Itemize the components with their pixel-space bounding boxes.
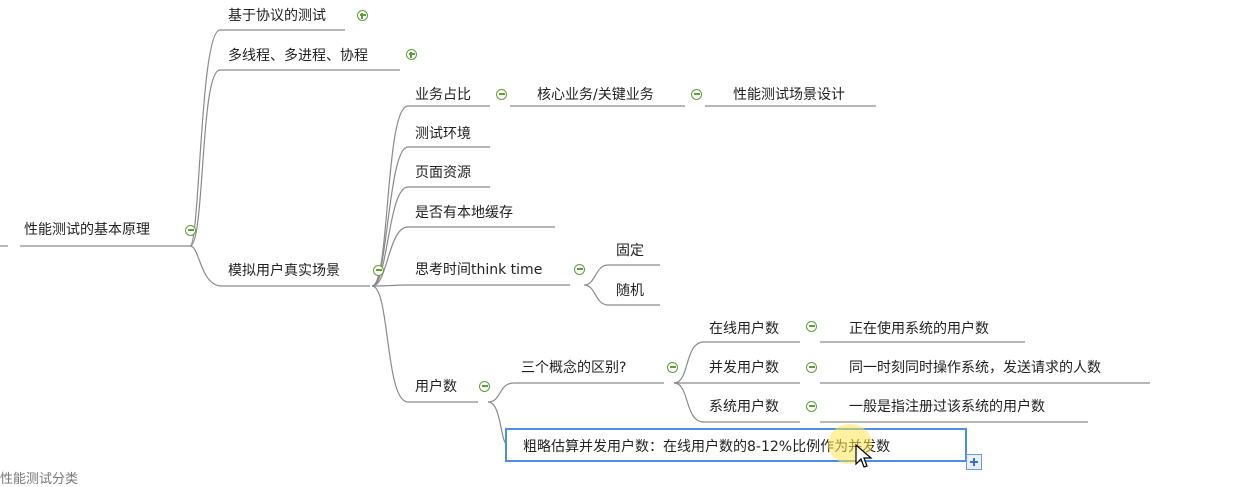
node-simulate-real-scenario[interactable]: 模拟用户真实场景 [226,262,342,280]
node-three-concepts[interactable]: 三个概念的区别? [519,359,629,377]
node-threading[interactable]: 多线程、多进程、协程 [226,47,370,65]
node-user-count[interactable]: 用户数 [413,378,459,396]
collapse-user-count-toggle[interactable] [479,381,490,392]
selected-node-box[interactable]: 粗略估算并发用户数：在线用户数的8-12%比例作为并发数 [505,428,967,462]
partial-bottom-node: 性能测试分类 [0,472,79,487]
node-think-time[interactable]: 思考时间think time [413,261,545,279]
collapse-think-time-toggle[interactable] [574,264,585,275]
node-core-business[interactable]: 核心业务/关键业务 [535,86,656,104]
node-page-resources[interactable]: 页面资源 [413,164,473,182]
node-protocol-test[interactable]: 基于协议的测试 [226,7,328,25]
node-concurrent-desc[interactable]: 同一时刻同时操作系统，发送请求的人数 [847,359,1103,377]
node-fixed[interactable]: 固定 [614,242,646,260]
node-online-desc[interactable]: 正在使用系统的用户数 [847,320,991,338]
node-estimate-concurrent[interactable]: 粗略估算并发用户数：在线用户数的8-12%比例作为并发数 [523,438,891,456]
collapse-online-users-toggle[interactable] [806,321,817,332]
collapse-concurrent-users-toggle[interactable] [806,362,817,373]
add-node-icon[interactable] [966,454,982,470]
expand-protocol-test-toggle[interactable] [357,10,368,21]
node-random[interactable]: 随机 [614,282,646,300]
collapse-root-toggle[interactable] [185,225,196,236]
node-local-cache[interactable]: 是否有本地缓存 [413,204,515,222]
root-node[interactable]: 性能测试的基本原理 [22,221,152,239]
node-system-desc[interactable]: 一般是指注册过该系统的用户数 [847,398,1047,416]
mouse-cursor-icon [855,444,873,468]
collapse-three-concepts-toggle[interactable] [667,362,678,373]
collapse-system-users-toggle[interactable] [806,401,817,412]
node-business-ratio[interactable]: 业务占比 [413,86,473,104]
collapse-core-business-toggle[interactable] [691,89,702,100]
node-system-users[interactable]: 系统用户数 [707,398,781,416]
node-concurrent-users[interactable]: 并发用户数 [707,359,781,377]
expand-threading-toggle[interactable] [406,49,417,60]
node-scenario-design[interactable]: 性能测试场景设计 [731,86,847,104]
collapse-business-ratio-toggle[interactable] [496,89,507,100]
node-test-environment[interactable]: 测试环境 [413,125,473,143]
node-online-users[interactable]: 在线用户数 [707,320,781,338]
collapse-simulate-toggle[interactable] [373,265,384,276]
